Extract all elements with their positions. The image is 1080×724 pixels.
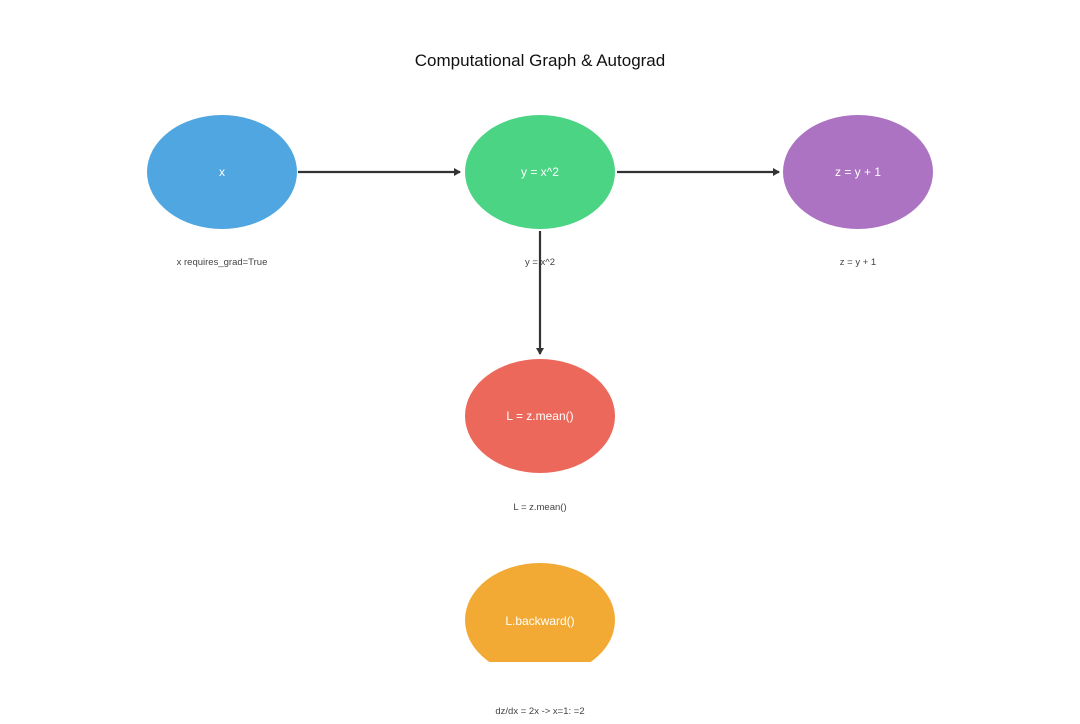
- node-y: y = x^2: [465, 115, 615, 229]
- node-z: z = y + 1: [783, 115, 933, 229]
- node-backward-label: L.backward(): [505, 614, 574, 628]
- node-x-caption: x requires_grad=True: [177, 257, 268, 268]
- node-x-label: x: [219, 165, 225, 179]
- node-backward: L.backward(): [465, 563, 615, 662]
- node-y-shape: [465, 115, 615, 229]
- node-z-label: z = y + 1: [835, 165, 881, 179]
- diagram-title: Computational Graph & Autograd: [415, 51, 665, 70]
- node-y-caption: y = x^2: [525, 257, 555, 268]
- node-loss-shape: [465, 359, 615, 473]
- node-loss-caption: L = z.mean(): [513, 502, 566, 513]
- node-y-label: y = x^2: [521, 165, 559, 179]
- node-x: x: [147, 115, 297, 229]
- node-backward-shape: [465, 563, 615, 662]
- node-backward-caption: dz/dx = 2x -> x=1: =2: [495, 706, 584, 717]
- node-loss-label: L = z.mean(): [506, 409, 573, 423]
- node-loss: L = z.mean(): [465, 359, 615, 473]
- node-x-shape: [147, 115, 297, 229]
- node-z-shape: [783, 115, 933, 229]
- node-z-caption: z = y + 1: [840, 257, 876, 268]
